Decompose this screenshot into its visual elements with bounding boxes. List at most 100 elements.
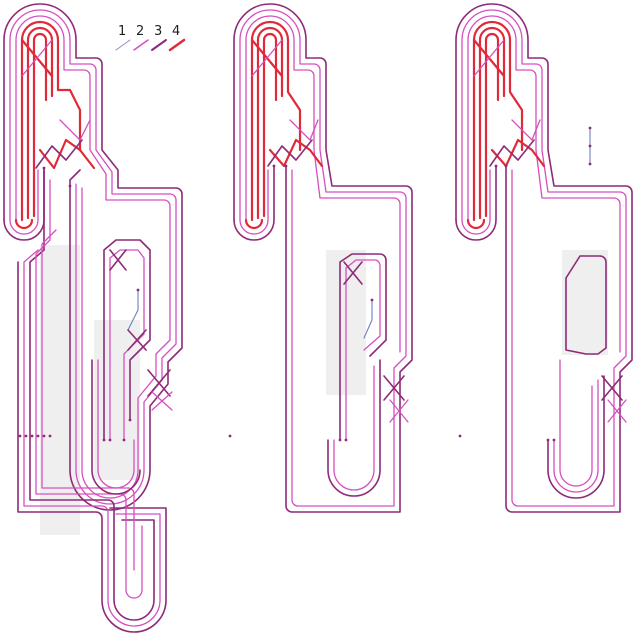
- track-path: [20, 20, 82, 222]
- track-path: [256, 26, 284, 220]
- track-path: [21, 39, 53, 77]
- track-path: [343, 261, 363, 285]
- track-path: [601, 375, 623, 401]
- legend-label-4: 4: [172, 24, 180, 39]
- node-dot: [48, 434, 52, 438]
- track-path: [91, 359, 141, 495]
- track-path: [363, 299, 373, 339]
- track-path: [35, 139, 83, 169]
- node-dot: [18, 434, 22, 438]
- node-dot: [588, 144, 592, 148]
- node-dot: [588, 126, 592, 130]
- track-path: [15, 15, 171, 499]
- track-path: [383, 375, 405, 401]
- track-path: [59, 119, 91, 141]
- track-path: [455, 165, 497, 241]
- track-path: [559, 359, 593, 487]
- track-path: [268, 138, 324, 168]
- track-path: [38, 138, 96, 170]
- track-path: [29, 169, 155, 621]
- node-dot: [136, 288, 140, 292]
- node-dot: [272, 164, 276, 168]
- legend-label-1: 1: [118, 24, 126, 39]
- highlight-region: [562, 250, 608, 355]
- node-dot: [552, 438, 556, 442]
- node-dot: [228, 434, 232, 438]
- track-path: [511, 119, 541, 141]
- node-dot: [588, 162, 592, 166]
- track-path: [9, 9, 177, 505]
- track-path: [478, 26, 506, 220]
- node-dot: [24, 434, 28, 438]
- highlight-regions: [40, 245, 608, 535]
- track-path: [345, 259, 381, 441]
- track-path: [267, 139, 313, 167]
- legend: 1 2 3 4: [115, 24, 186, 52]
- track-path: [244, 218, 264, 230]
- track-path: [127, 329, 147, 351]
- legend-label-2: 2: [136, 24, 144, 39]
- legend-swatch-1: [115, 39, 131, 51]
- node-dot: [102, 438, 106, 442]
- track-path: [233, 3, 413, 513]
- node-dot: [108, 438, 112, 442]
- track-path: [251, 39, 283, 77]
- node-dot: [504, 164, 508, 168]
- track-path: [455, 3, 633, 513]
- track-path: [553, 379, 599, 493]
- panel-2: [233, 3, 413, 513]
- node-dot: [42, 166, 46, 170]
- track-path: [262, 32, 278, 218]
- track-path: [239, 9, 407, 507]
- legend-swatch-2: [133, 39, 149, 51]
- node-dot: [494, 164, 498, 168]
- node-dot: [122, 438, 126, 442]
- legend-swatch-3: [151, 39, 167, 51]
- panel-3: [455, 3, 633, 513]
- track-path: [461, 169, 491, 235]
- node-dot: [546, 438, 550, 442]
- track-path: [23, 249, 161, 627]
- track-path: [489, 139, 535, 167]
- track-path: [103, 239, 151, 441]
- track-path: [250, 20, 302, 222]
- track-path: [14, 218, 34, 230]
- track-path: [467, 15, 621, 353]
- node-dot: [458, 434, 462, 438]
- legend-label-3: 3: [154, 24, 162, 39]
- node-dot: [128, 418, 132, 422]
- track-path: [472, 20, 524, 222]
- track-path: [327, 359, 381, 497]
- node-dot: [338, 438, 342, 442]
- panel-1: [3, 3, 183, 633]
- track-path: [97, 359, 135, 489]
- track-path: [547, 375, 605, 499]
- node-dot: [30, 434, 34, 438]
- track-path: [26, 26, 54, 220]
- node-dot: [370, 298, 374, 302]
- track-path: [147, 369, 171, 397]
- track-path: [233, 165, 275, 241]
- track-path: [9, 169, 39, 235]
- node-markers: [18, 126, 592, 442]
- track-path: [389, 399, 409, 423]
- track-path: [490, 138, 546, 168]
- track-path: [289, 119, 319, 141]
- track-path: [607, 399, 627, 423]
- track-path: [339, 253, 387, 441]
- track-path: [17, 261, 167, 633]
- track-path: [461, 9, 627, 507]
- track-path: [151, 391, 173, 411]
- node-dot: [284, 164, 288, 168]
- node-dot: [68, 184, 72, 188]
- legend-swatch-4: [168, 38, 186, 52]
- node-dot: [344, 438, 348, 442]
- track-path: [245, 15, 401, 353]
- track-path: [333, 365, 375, 491]
- track-path: [473, 39, 505, 77]
- node-dot: [42, 434, 46, 438]
- track-path: [239, 169, 269, 235]
- track-path: [109, 249, 127, 271]
- track-path: [127, 289, 139, 331]
- highlight-region: [40, 245, 80, 535]
